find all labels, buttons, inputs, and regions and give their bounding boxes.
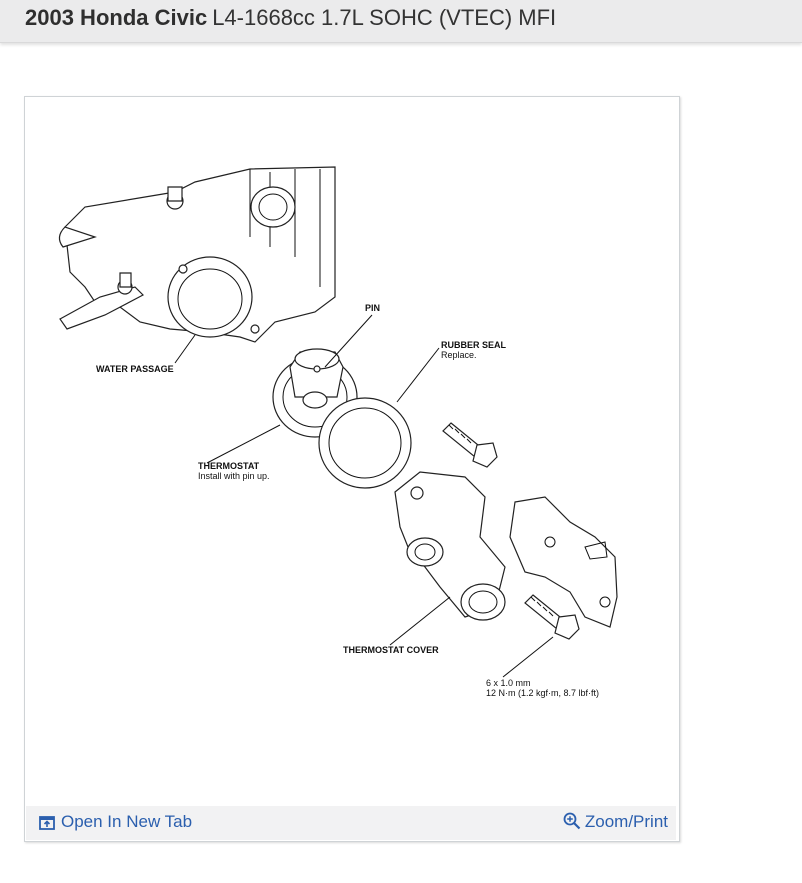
label-thermostat-cover: THERMOSTAT COVER: [343, 645, 439, 655]
open-in-new-tab-button[interactable]: Open In New Tab: [39, 812, 192, 832]
label-bolt-size: 6 x 1.0 mm: [486, 678, 531, 688]
label-pin: PIN: [365, 303, 380, 313]
label-bolt-torque: 12 N·m (1.2 kgf·m, 8.7 lbf·ft): [486, 688, 599, 698]
thermostat-cover-drawing: [394, 471, 506, 621]
diagram-frame: PIN RUBBER SEAL Replace. WATER PASSAGE T…: [24, 96, 680, 842]
engine-spec: L4-1668cc 1.7L SOHC (VTEC) MFI: [212, 5, 557, 30]
label-thermostat: THERMOSTAT: [198, 461, 260, 471]
thermostat-diagram: PIN RUBBER SEAL Replace. WATER PASSAGE T…: [58, 166, 618, 698]
leader-lines: [174, 314, 554, 678]
upper-bolt-drawing: [442, 422, 498, 468]
rubber-seal-drawing: [318, 397, 412, 489]
lower-bolt-drawing: [524, 594, 580, 640]
label-thermostat-note: Install with pin up.: [198, 471, 270, 481]
image-toolbar: Open In New Tab Zoom/Print: [26, 806, 676, 840]
open-new-tab-icon: [39, 815, 55, 830]
bracket-drawing: [509, 496, 618, 628]
open-in-new-tab-label: Open In New Tab: [61, 812, 193, 831]
engine-block-drawing: [58, 166, 336, 343]
magnifier-plus-icon: [563, 812, 581, 829]
zoom-print-label: Zoom/Print: [584, 812, 668, 831]
vehicle-name: 2003 Honda Civic: [25, 5, 208, 30]
label-rubber-seal: RUBBER SEAL: [441, 340, 507, 350]
label-water-passage: WATER PASSAGE: [96, 364, 174, 374]
label-rubber-seal-note: Replace.: [441, 350, 477, 360]
zoom-print-button[interactable]: Zoom/Print: [563, 812, 668, 832]
